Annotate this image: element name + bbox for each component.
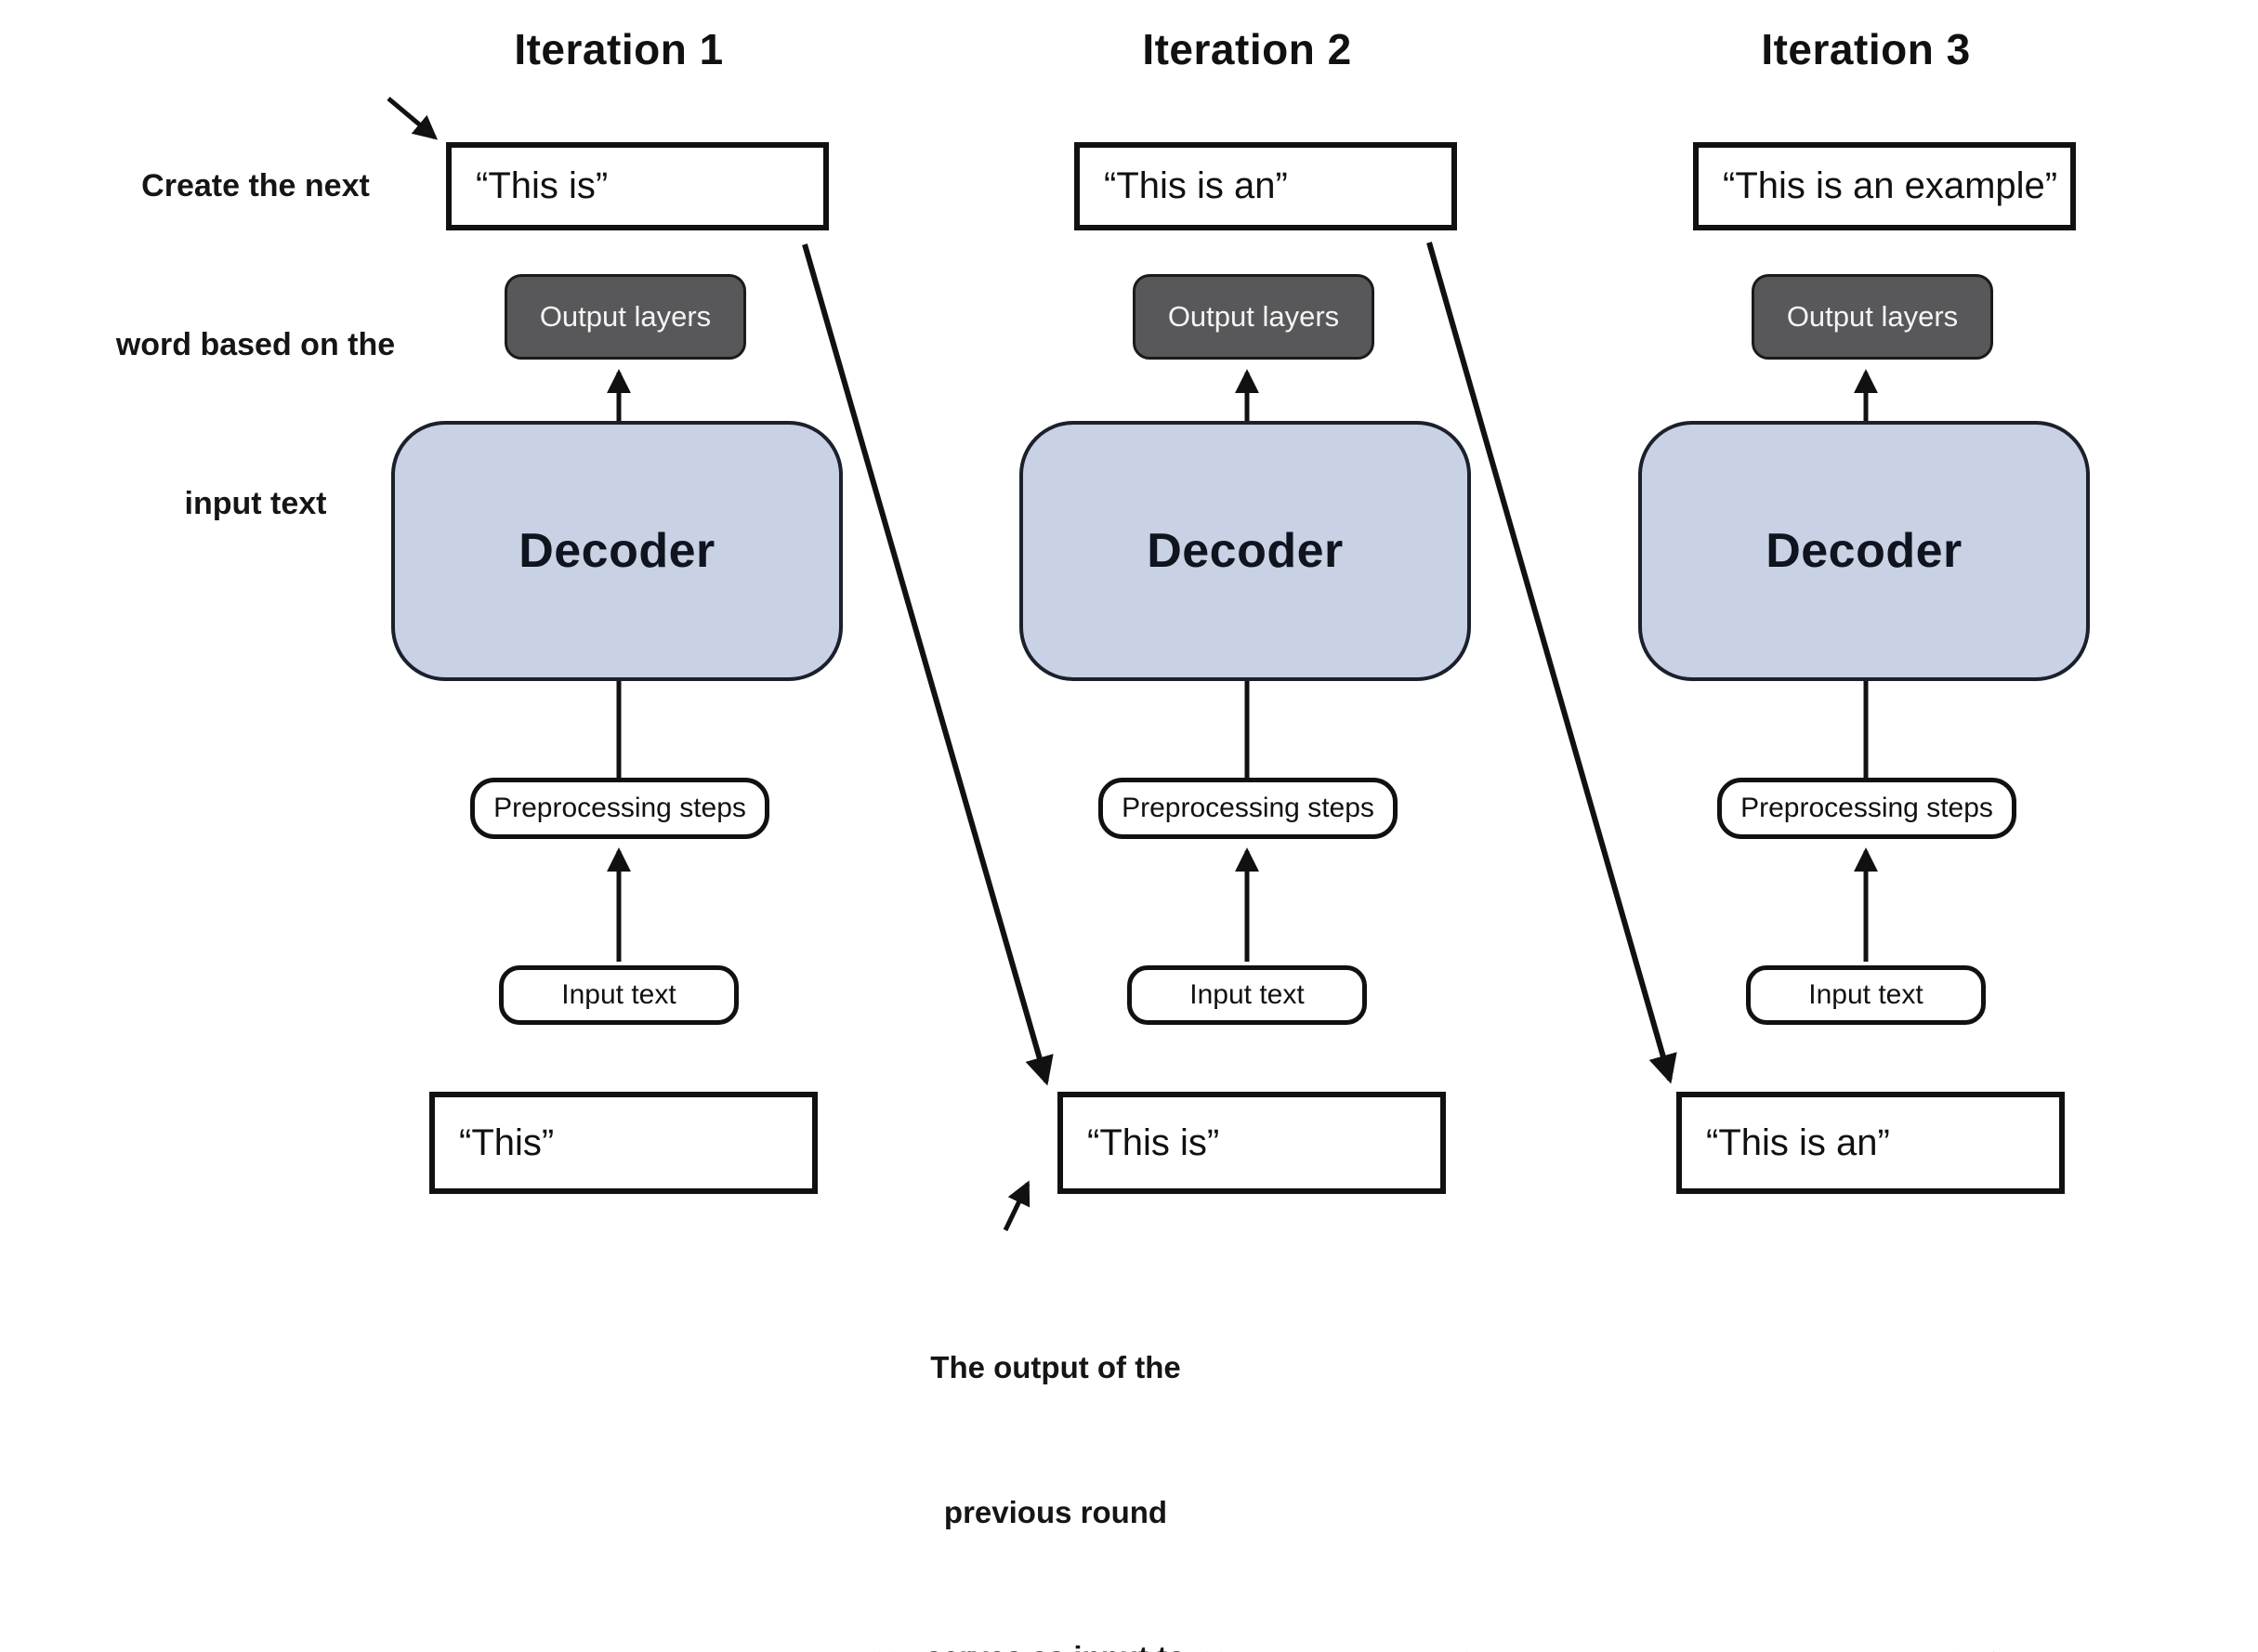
iteration-1-output-layers-box: Output layers [505,274,746,360]
iteration-3-preprocessing-box: Preprocessing steps [1717,778,2016,839]
iteration-2-input-text-box: “This is” [1057,1092,1446,1194]
arrow-iteration2-output-to-iteration3-input [1426,242,1677,1084]
iteration-3-output-layers-box: Output layers [1752,274,1993,360]
iteration-1-title: Iteration 1 [514,25,724,73]
input-text-label: Input text [1808,979,1923,1010]
iteration-1-input-pill: Input text [499,965,739,1025]
iteration-1-output-text-box: “This is” [446,142,829,230]
arrow-iteration1-output-to-iteration2-input [802,243,1054,1086]
iteration-1-output-text: “This is” [476,165,609,206]
output-layers-label: Output layers [1167,300,1340,333]
preprocessing-label: Preprocessing steps [493,793,746,823]
preprocessing-label: Preprocessing steps [1122,793,1374,823]
iteration-2-decoder-box: Decoder [1019,421,1471,681]
iteration-2-input-pill: Input text [1127,965,1367,1025]
iteration-1-decoder-box: Decoder [391,421,843,681]
iteration-2-output-text: “This is an” [1104,165,1288,206]
iteration-3-input-text: “This is an” [1706,1121,1890,1163]
iteration-3-input-pill: Input text [1746,965,1986,1025]
annotation-line: serves as input to [888,1633,1223,1652]
preprocessing-label: Preprocessing steps [1740,793,1993,823]
iteration-2-input-text: “This is” [1087,1121,1220,1163]
annotation-line: input text [184,486,327,521]
arrow-output-loop-annotation [1003,1180,1031,1232]
input-text-label: Input text [561,979,676,1010]
annotation-create-next-word: Create the next word based on the input … [98,54,414,636]
iteration-2-output-layers-box: Output layers [1133,274,1374,360]
annotation-line: word based on the [115,327,396,362]
iteration-3-output-text: “This is an example” [1723,165,2058,206]
figure-caption: 图 1.8 GPT 架构仅采用了原始Transformer架构的解码器部分。它的… [13,1529,2249,1652]
iteration-1-preprocessing-box: Preprocessing steps [470,778,769,839]
annotation-line: The output of the [930,1350,1181,1384]
iteration-3-title: Iteration 3 [1761,25,1971,73]
input-text-label: Input text [1189,979,1305,1010]
iteration-1-input-text-box: “This” [429,1092,818,1194]
iteration-2-output-text-box: “This is an” [1074,142,1457,230]
decoder-label: Decoder [1766,524,1963,578]
iteration-2-preprocessing-box: Preprocessing steps [1098,778,1398,839]
output-layers-label: Output layers [1786,300,1959,333]
decoder-label: Decoder [1147,524,1344,578]
decoder-label: Decoder [519,524,715,578]
output-layers-label: Output layers [539,300,712,333]
iteration-3-input-text-box: “This is an” [1676,1092,2065,1194]
annotation-line: Create the next [141,168,370,203]
iteration-3-decoder-box: Decoder [1638,421,2090,681]
iteration-3-output-text-box: “This is an example” [1693,142,2076,230]
caption-line-1: 图 1.8 GPT 架构仅采用了原始Transformer架构的解码器部分。它的… [13,1645,2249,1652]
iteration-2-title: Iteration 2 [1142,25,1352,73]
annotation-output-serves-input: The output of the previous round serves … [888,1247,1223,1652]
annotation-line: previous round [943,1495,1168,1529]
iteration-1-input-text: “This” [459,1121,555,1163]
